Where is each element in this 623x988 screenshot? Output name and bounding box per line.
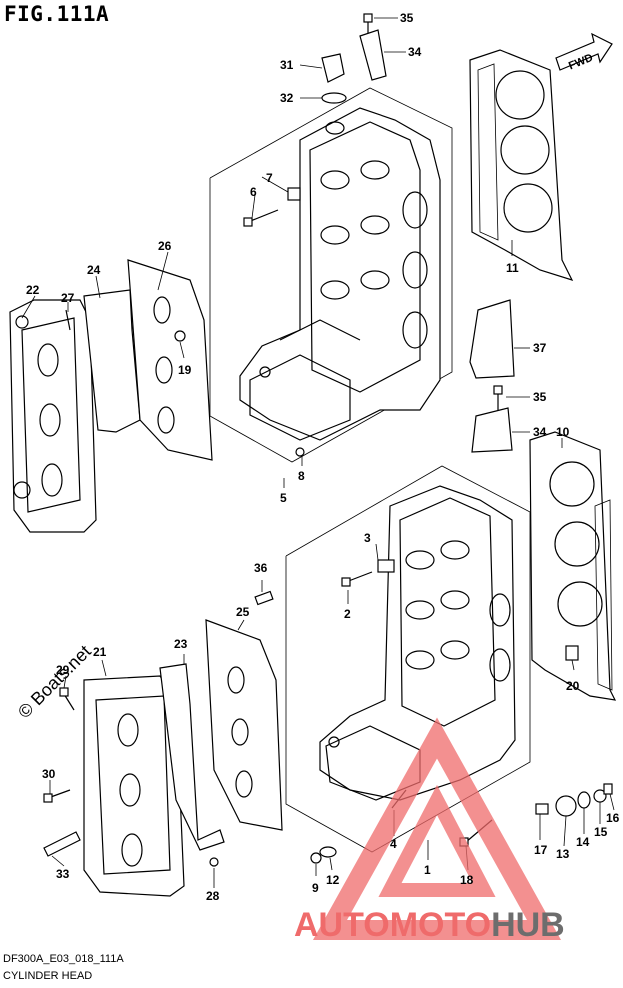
callout-31: 31 — [280, 58, 294, 72]
cover-gasket-lower — [159, 663, 225, 851]
callout-23: 23 — [174, 637, 188, 651]
callout-21: 21 — [93, 645, 107, 659]
callout-36: 36 — [254, 561, 268, 575]
callout-10: 10 — [556, 425, 570, 439]
callout-27: 27 — [61, 291, 75, 305]
callout-12: 12 — [326, 873, 340, 887]
callout-33: 33 — [56, 867, 70, 881]
callout-37: 37 — [533, 341, 547, 355]
callout-15: 15 — [594, 825, 608, 839]
callout-11: 11 — [506, 261, 519, 275]
callout-22: 22 — [26, 283, 40, 297]
callout-20: 20 — [566, 679, 580, 693]
callout-34-top: 34 — [408, 45, 422, 59]
callout-24: 24 — [87, 263, 101, 277]
callout-8: 8 — [298, 469, 305, 483]
figure-title: FIG.111A — [4, 2, 110, 26]
head-gasket-upper — [469, 49, 574, 281]
callout-labels: 35 34 31 32 7 6 26 24 22 27 19 11 37 35 … — [26, 11, 620, 903]
callout-17: 17 — [534, 843, 548, 857]
callout-35-mid: 35 — [533, 390, 547, 404]
cylinder-head-upper — [239, 107, 441, 441]
cylinder-head-lower — [319, 485, 516, 801]
callout-30: 30 — [42, 767, 56, 781]
callout-3: 3 — [364, 531, 371, 545]
plug-gasket-upper — [127, 259, 213, 461]
plug-gasket-lower — [205, 619, 283, 831]
head-cover-upper — [9, 299, 97, 533]
callout-29: 29 — [56, 663, 70, 677]
callout-32: 32 — [280, 91, 294, 105]
brand-part-2: HUB — [491, 906, 565, 944]
callout-6: 6 — [250, 185, 257, 199]
callout-35-top: 35 — [400, 11, 414, 25]
callout-14: 14 — [576, 835, 590, 849]
callout-26: 26 — [158, 239, 172, 253]
callout-18: 18 — [460, 873, 474, 887]
fwd-arrow-icon: FWD — [555, 32, 613, 72]
callout-9: 9 — [312, 881, 319, 895]
callout-4: 4 — [390, 837, 397, 851]
head-gasket-lower — [529, 431, 617, 701]
callout-1: 1 — [424, 863, 431, 877]
brand-wordmark: AUTOMOTOHUB — [294, 906, 565, 945]
figure-name: CYLINDER HEAD — [3, 970, 93, 982]
callout-25: 25 — [236, 605, 250, 619]
callout-19: 19 — [178, 363, 192, 377]
callout-13: 13 — [556, 847, 570, 861]
brand-part-1: AUTOMOTO — [294, 906, 492, 944]
figure-code: DF300A_E03_018_111A — [3, 953, 124, 965]
callout-7: 7 — [266, 171, 273, 185]
small-parts — [43, 13, 613, 867]
callout-5: 5 — [280, 491, 287, 505]
callout-28: 28 — [206, 889, 220, 903]
lower-head-frame — [285, 465, 531, 853]
brand-logo-icon — [312, 717, 562, 940]
callout-16: 16 — [606, 811, 620, 825]
callout-2: 2 — [344, 607, 351, 621]
callout-34-mid: 34 — [533, 425, 547, 439]
